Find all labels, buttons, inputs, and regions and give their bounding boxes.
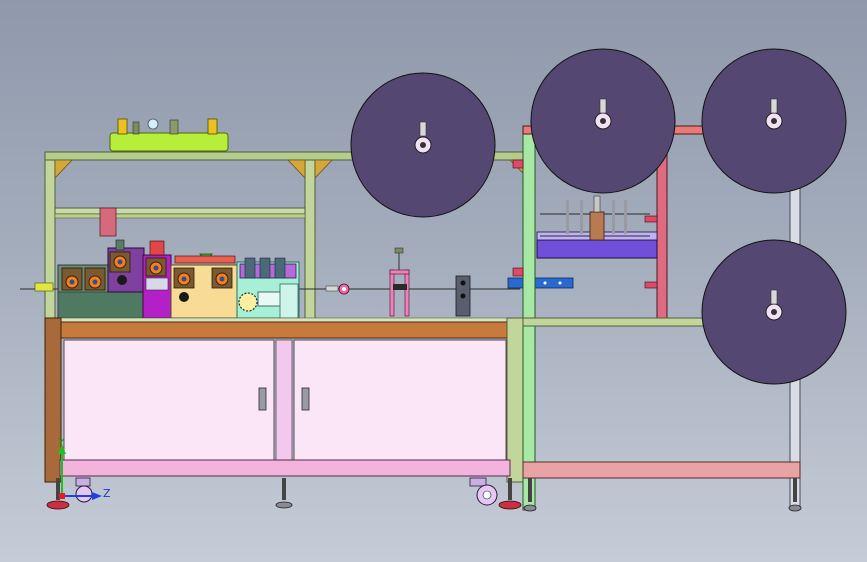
blue-bracket <box>507 277 574 289</box>
leveling-feet <box>46 478 802 512</box>
material-reel-3 <box>701 48 847 194</box>
ultrasonic-station <box>236 257 300 319</box>
upper-frame <box>44 151 531 321</box>
roller-guide <box>325 283 350 295</box>
cabinet <box>44 317 524 483</box>
material-reel-1 <box>350 72 496 218</box>
grey-sensor <box>455 275 471 317</box>
casters <box>75 477 498 506</box>
yellow-station <box>170 253 238 319</box>
z-axis-label: Z <box>103 487 111 500</box>
purple-station <box>142 240 172 319</box>
material-reel-2 <box>530 48 676 194</box>
axis-triad: Z Y <box>57 436 111 500</box>
top-mounting-plate <box>109 118 229 152</box>
y-axis-label: Y <box>57 436 65 449</box>
material-reel-4 <box>701 239 847 385</box>
left-press-station <box>57 239 145 319</box>
pink-folding-frame <box>389 247 410 317</box>
